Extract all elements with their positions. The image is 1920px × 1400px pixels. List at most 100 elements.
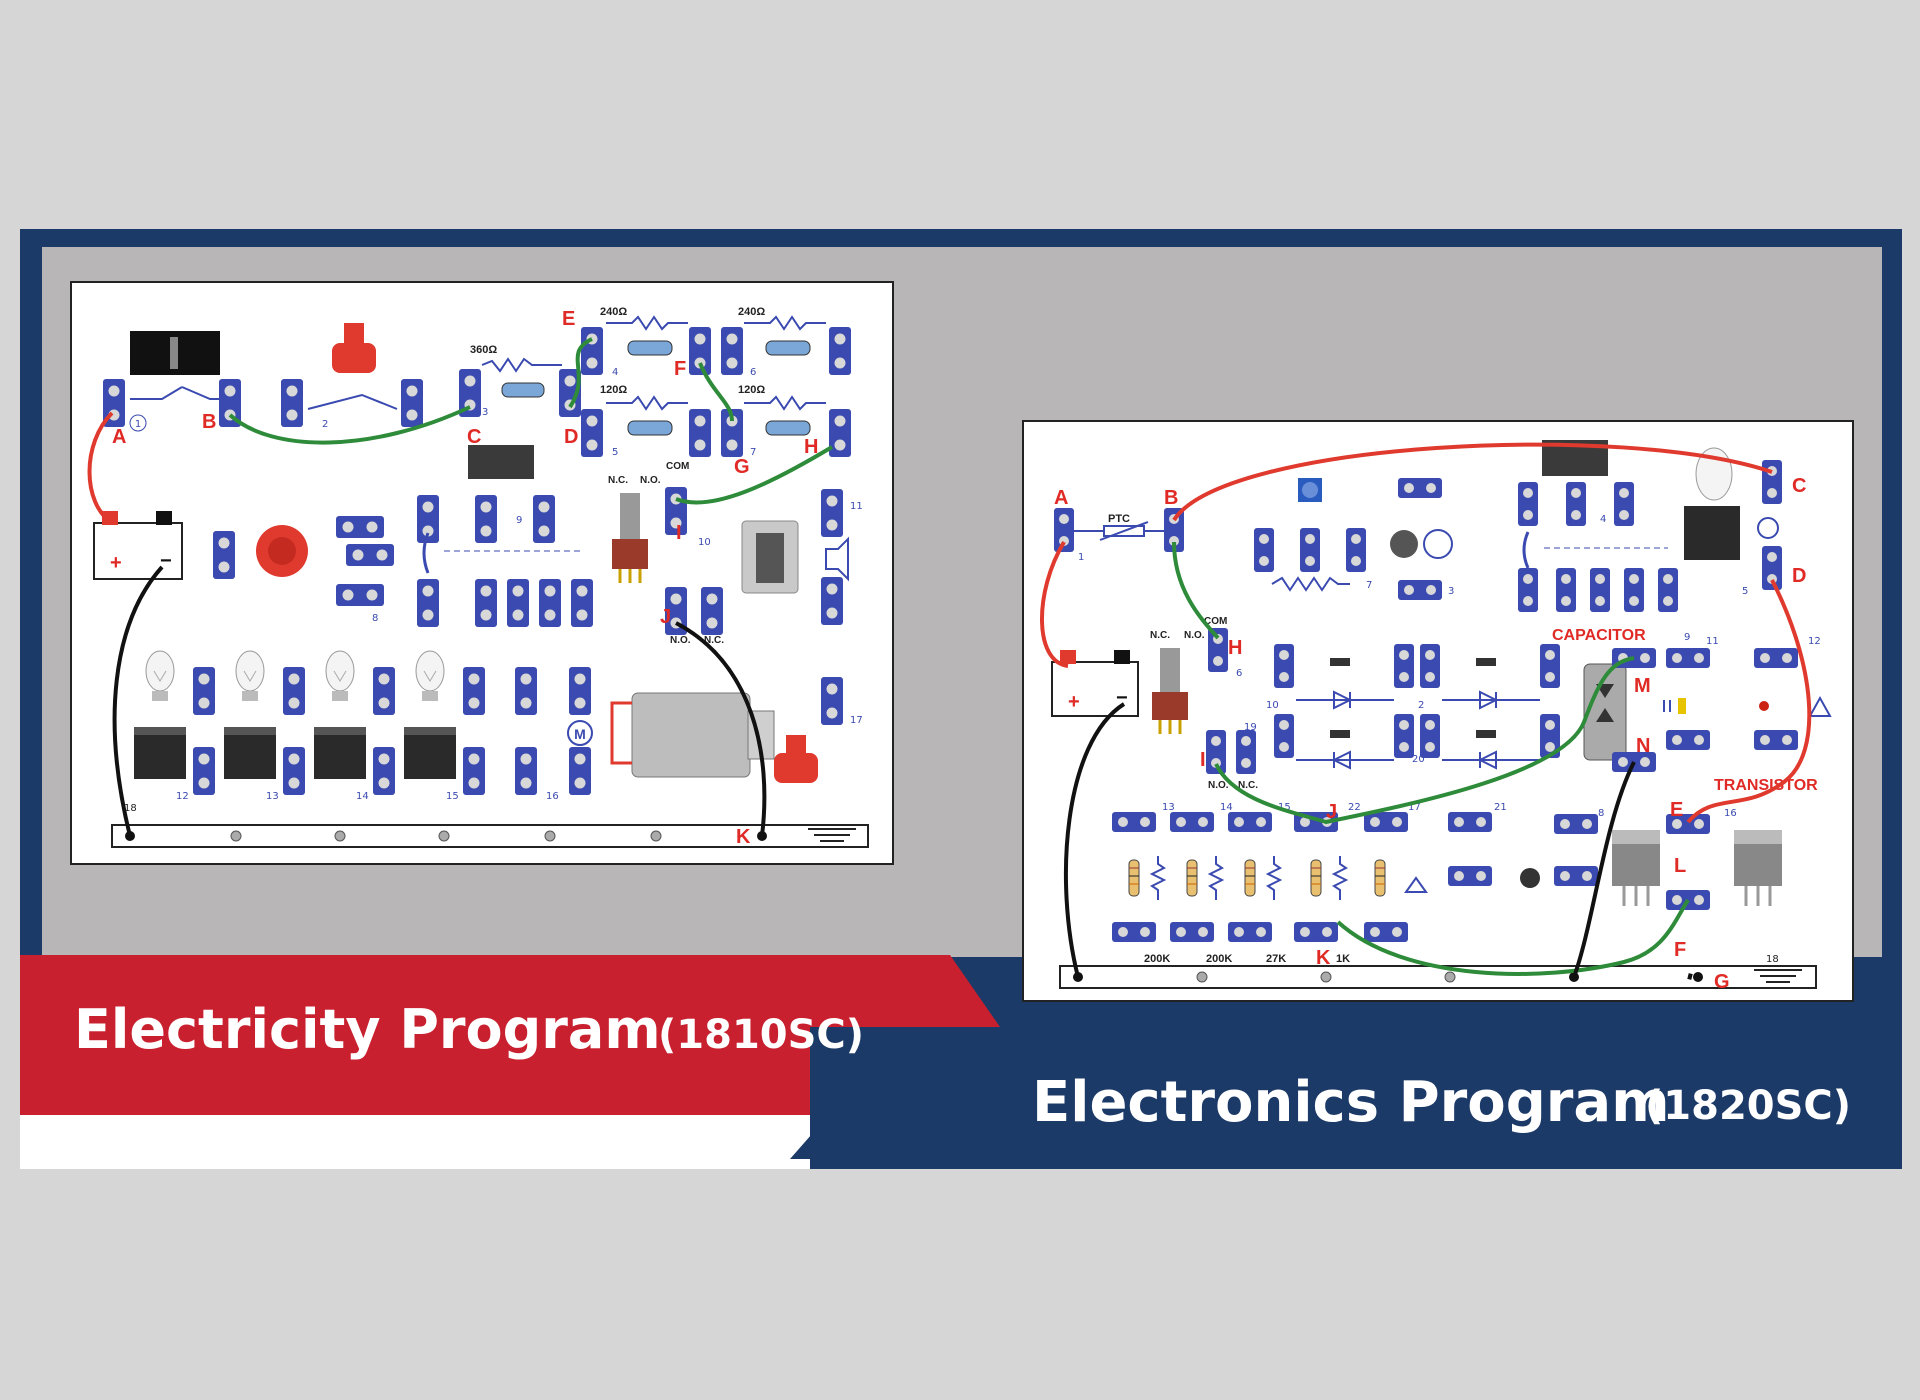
sw-com-right: COM xyxy=(1204,616,1227,627)
num-16: 16 xyxy=(546,791,559,802)
num-r15: 15 xyxy=(1278,802,1291,813)
num-r13: 13 xyxy=(1162,802,1175,813)
num-r18: 18 xyxy=(1766,954,1779,965)
electricity-board-diagram: 1 A B 2 360Ω 3 C D 240Ω 240Ω 120Ω 120Ω E… xyxy=(87,306,869,848)
relay-no-left: N.O. xyxy=(670,635,691,646)
num-13: 13 xyxy=(266,791,279,802)
num-7: 7 xyxy=(750,447,756,458)
num-r12: 12 xyxy=(1808,636,1821,647)
num-2: 2 xyxy=(322,419,328,430)
num-18: 18 xyxy=(124,803,137,814)
svg-text:−: − xyxy=(160,550,172,572)
num-r17: 17 xyxy=(1408,802,1421,813)
num-r7: 7 xyxy=(1366,580,1372,591)
num-r14: 14 xyxy=(1220,802,1233,813)
num-4: 4 xyxy=(612,367,618,378)
term-K: K xyxy=(736,826,751,848)
num-9: 9 xyxy=(516,515,522,526)
relay-nc-right: N.C. xyxy=(1238,780,1258,791)
term-I2: I xyxy=(1200,749,1206,771)
num-r6: 6 xyxy=(1236,668,1242,679)
electricity-board: 1 A B 2 360Ω 3 C D 240Ω 240Ω 120Ω 120Ω E… xyxy=(70,281,894,865)
num-r1: 1 xyxy=(1078,552,1084,563)
sw-nc-right: N.C. xyxy=(1150,630,1170,641)
term-G2: G xyxy=(1714,971,1730,993)
term-J: J xyxy=(660,606,671,628)
svg-text:+: + xyxy=(1068,691,1080,713)
num-14: 14 xyxy=(356,791,369,802)
num-15: 15 xyxy=(446,791,459,802)
relay-no-right: N.O. xyxy=(1208,780,1229,791)
term-E: E xyxy=(562,308,575,330)
term-G: G xyxy=(734,456,750,478)
num-r20: 20 xyxy=(1412,754,1425,765)
term-H2: H xyxy=(1228,637,1242,659)
num-r8: 8 xyxy=(1598,808,1604,819)
ptc-label: PTC xyxy=(1108,513,1130,525)
num-r9: 9 xyxy=(1684,632,1690,643)
electronics-banner-band xyxy=(790,1028,1902,1159)
num-r21: 21 xyxy=(1494,802,1507,813)
num-11: 11 xyxy=(850,501,863,512)
electronics-board: A 1 PTC B 7 3 4 C D 5 + − N.C. N.O. COM H… xyxy=(1022,420,1854,1002)
num-10: 10 xyxy=(698,537,711,548)
transistor-label: TRANSISTOR xyxy=(1714,777,1818,794)
num-r11: 11 xyxy=(1706,636,1719,647)
res-240-a: 240Ω xyxy=(600,306,627,318)
sw-nc-left: N.C. xyxy=(608,475,628,486)
svg-text:−: − xyxy=(1116,687,1128,709)
relay-nc-left: N.C. xyxy=(704,635,724,646)
term-L: L xyxy=(1674,855,1686,877)
term-H: H xyxy=(804,436,818,458)
num-3: 3 xyxy=(482,407,488,418)
term-K2: K xyxy=(1316,947,1331,969)
term-N: N xyxy=(1636,735,1650,757)
res-200k-b: 200K xyxy=(1206,953,1232,965)
num-r5: 5 xyxy=(1742,586,1748,597)
res-200k-a: 200K xyxy=(1144,953,1170,965)
term-A: A xyxy=(112,426,126,448)
num-12: 12 xyxy=(176,791,189,802)
num-r22: 22 xyxy=(1348,802,1361,813)
electronics-program-code: (1820SC) xyxy=(1645,1083,1852,1129)
term-B2: B xyxy=(1164,487,1178,509)
num-r16: 16 xyxy=(1724,808,1737,819)
svg-text:+: + xyxy=(110,552,122,574)
res-240-b: 240Ω xyxy=(738,306,765,318)
bottom-white-strip xyxy=(20,1115,810,1169)
res-1k: 1K xyxy=(1336,953,1350,965)
num-6: 6 xyxy=(750,367,756,378)
num-r4: 4 xyxy=(1600,514,1606,525)
term-F: F xyxy=(674,358,686,380)
res-27k: 27K xyxy=(1266,953,1286,965)
num-r19: 19 xyxy=(1244,722,1257,733)
res-360: 360Ω xyxy=(470,344,497,356)
capacitor-label: CAPACITOR xyxy=(1552,627,1646,644)
num-r3: 3 xyxy=(1448,586,1454,597)
term-D2: D xyxy=(1792,565,1806,587)
res-120-b: 120Ω xyxy=(738,384,765,396)
num-8: 8 xyxy=(372,613,378,624)
sw-no-left: N.O. xyxy=(640,475,661,486)
res-120-a: 120Ω xyxy=(600,384,627,396)
electricity-program-code: (1810SC) xyxy=(658,1012,865,1058)
svg-text:M: M xyxy=(574,726,586,742)
term-I: I xyxy=(676,522,682,544)
term-C: C xyxy=(467,426,481,448)
sw-com-left: COM xyxy=(666,461,689,472)
term-F2: F xyxy=(1674,939,1686,961)
num-17: 17 xyxy=(850,715,863,726)
term-C2: C xyxy=(1792,475,1806,497)
term-D: D xyxy=(564,426,578,448)
num-r10: 10 xyxy=(1266,700,1279,711)
electronics-program-title: Electronics Program xyxy=(1032,1070,1670,1135)
electricity-banner-band xyxy=(20,955,1000,1115)
electricity-program-title: Electricity Program xyxy=(74,998,661,1061)
num-r2: 2 xyxy=(1418,700,1424,711)
num-5: 5 xyxy=(612,447,618,458)
term-B: B xyxy=(202,411,216,433)
term-A2: A xyxy=(1054,487,1068,509)
term-J2: J xyxy=(1326,801,1337,823)
term-M: M xyxy=(1634,675,1651,697)
num-1: 1 xyxy=(135,419,141,430)
